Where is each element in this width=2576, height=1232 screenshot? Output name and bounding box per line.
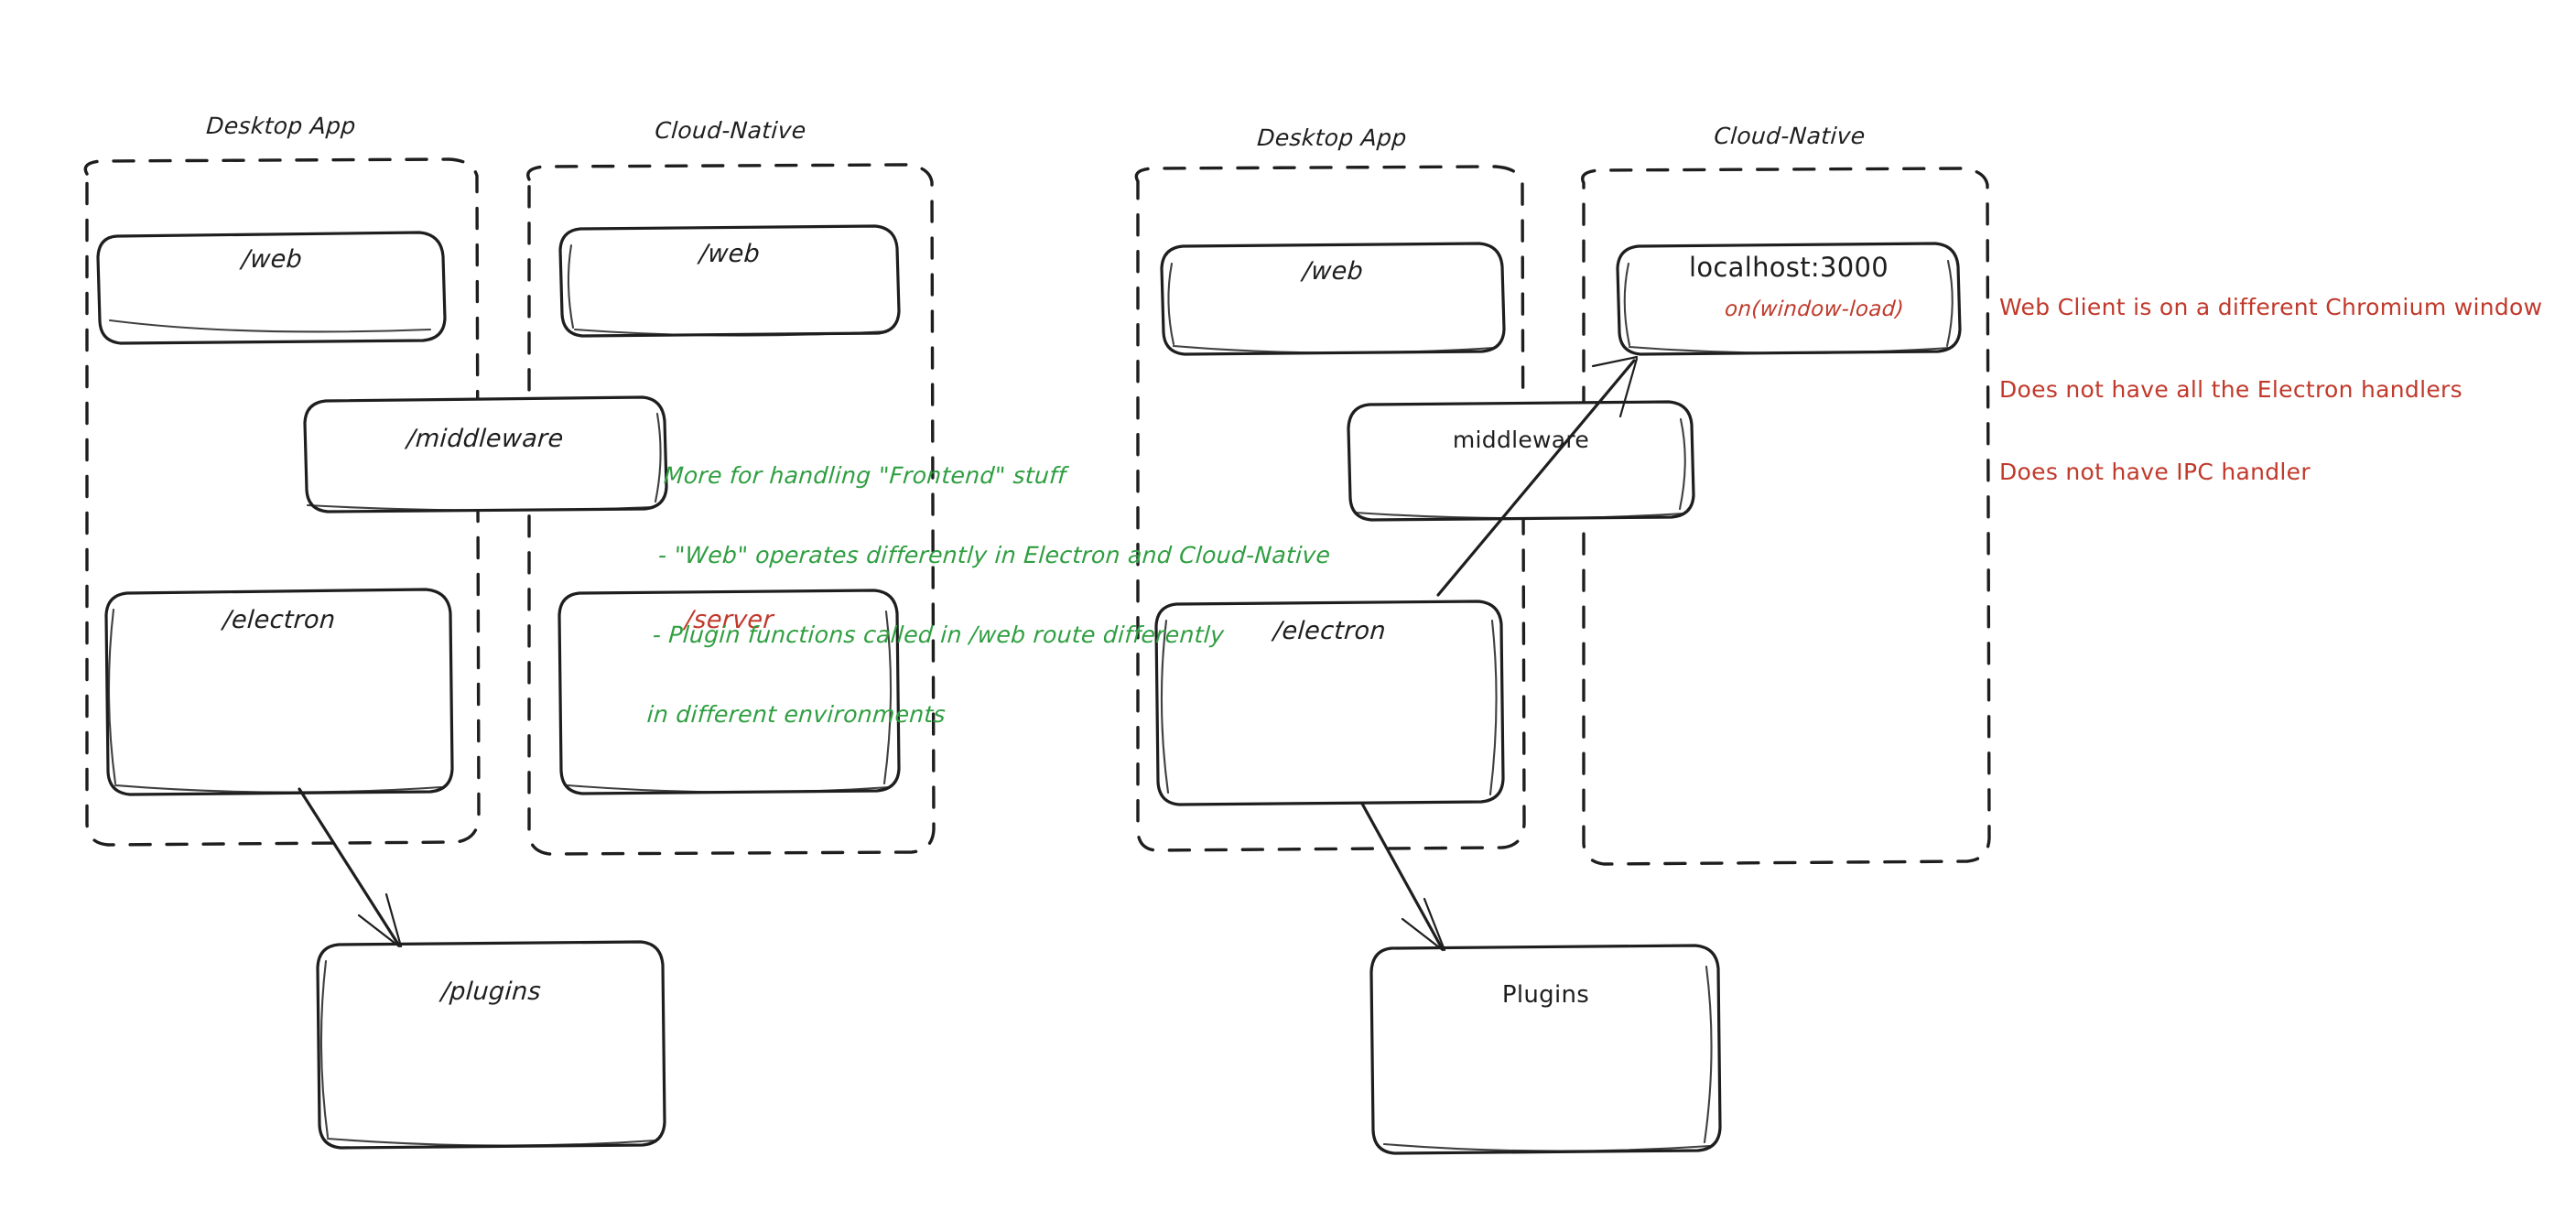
left-electron-label: /electron [222,606,337,634]
right-electron-to-plugins-arrow [1360,802,1446,952]
web-client-note: Web Client is on a different Chromium wi… [1999,239,2542,541]
right-plugins-label: Plugins [1501,981,1590,1009]
right-cloud-native-title: Cloud-Native [1713,123,1867,149]
web-client-note-line-3: Does not have IPC handler [1999,459,2311,485]
web-client-note-line-2: Does not have all the Electron handlers [1999,376,2462,403]
right-middleware-box [1347,400,1695,522]
frontend-note-line-2: - "Web" operates differently in Electron… [657,542,1332,568]
frontend-note: More for handling "Frontend" stuff - "We… [643,409,1341,781]
left-middleware-label: /middleware [406,425,565,453]
left-cloud-native-title: Cloud-Native [654,117,807,144]
right-desktop-app-title: Desktop App [1256,124,1408,151]
web-client-note-line-1: Web Client is on a different Chromium wi… [1999,294,2543,320]
left-plugins-label: /plugins [439,978,543,1006]
left-middleware-box [303,395,668,513]
right-plugins-box [1369,944,1722,1155]
left-electron-to-plugins-arrow [298,787,403,948]
right-desktop-web-label: /web [1301,257,1365,286]
frontend-note-line-4: in different environments [645,701,947,728]
right-electron-to-localhost-arrow [1436,355,1639,597]
right-electron-label: /electron [1272,617,1387,645]
right-localhost-sublabel: on(window-load) [1724,297,1905,321]
left-plugins-box [316,940,666,1150]
frontend-note-line-1: More for handling "Frontend" stuff [663,462,1067,489]
left-cloud-web-label: /web [698,240,762,268]
left-desktop-app-title: Desktop App [205,113,357,139]
left-desktop-web-label: /web [240,245,304,274]
right-middleware-label: middleware [1452,427,1590,453]
right-localhost-label: localhost:3000 [1689,252,1889,283]
